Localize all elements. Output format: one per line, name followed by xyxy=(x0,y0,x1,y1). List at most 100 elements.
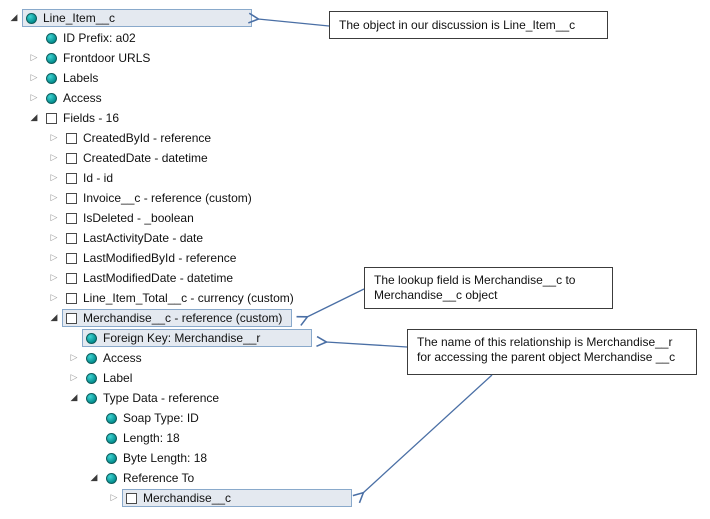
tree-row: IsDeleted - _boolean xyxy=(0,208,352,228)
tree-item-label: Soap Type: ID xyxy=(123,411,199,425)
expander-collapsed-icon[interactable] xyxy=(26,88,42,108)
node-sphere-icon xyxy=(46,52,57,64)
expander-collapsed-icon[interactable] xyxy=(46,268,62,288)
tree-row: LastModifiedDate - datetime xyxy=(0,268,352,288)
expander-collapsed-icon[interactable] xyxy=(46,148,62,168)
tree-item[interactable]: Length: 18 xyxy=(102,429,185,447)
tree-item-label: CreatedById - reference xyxy=(83,131,212,145)
callout-relationship-line-2: for accessing the parent object Merchand… xyxy=(417,350,676,364)
tree-item[interactable]: Id - id xyxy=(62,169,118,187)
expander-spacer xyxy=(66,328,82,348)
tree-row: Line_Item_Total__c - currency (custom) xyxy=(0,288,352,308)
tree-item[interactable]: Foreign Key: Merchandise__r xyxy=(82,329,312,347)
tree-item-label: Labels xyxy=(63,71,99,85)
tree-item[interactable]: Reference To xyxy=(102,469,199,487)
expander-spacer xyxy=(86,408,102,428)
tree-item[interactable]: Fields - 16 xyxy=(42,109,124,127)
tree-item-label: Byte Length: 18 xyxy=(123,451,208,465)
node-sphere-icon xyxy=(86,332,97,344)
field-checkbox-icon xyxy=(66,132,77,144)
tree-item[interactable]: Merchandise__c xyxy=(122,489,352,507)
tree-row: CreatedById - reference xyxy=(0,128,352,148)
node-sphere-icon xyxy=(46,92,57,104)
node-sphere-icon xyxy=(46,32,57,44)
expander-collapsed-icon[interactable] xyxy=(46,168,62,188)
tree-row: Foreign Key: Merchandise__r xyxy=(0,328,352,348)
node-sphere-icon xyxy=(106,432,117,444)
tree-item[interactable]: Line_Item_Total__c - currency (custom) xyxy=(62,289,299,307)
expander-spacer xyxy=(86,448,102,468)
tree-item[interactable]: Type Data - reference xyxy=(82,389,224,407)
tree-item[interactable]: Merchandise__c - reference (custom) xyxy=(62,309,292,327)
tree-item-label: Line_Item_Total__c - currency (custom) xyxy=(83,291,294,305)
tree-item[interactable]: Byte Length: 18 xyxy=(102,449,212,467)
expander-collapsed-icon[interactable] xyxy=(46,288,62,308)
expander-expanded-icon[interactable] xyxy=(66,388,82,408)
node-sphere-icon xyxy=(86,392,97,404)
tree-row: Soap Type: ID xyxy=(0,408,352,428)
tree-row: LastModifiedById - reference xyxy=(0,248,352,268)
tree-item[interactable]: ID Prefix: a02 xyxy=(42,29,141,47)
tree-row: Access xyxy=(0,348,352,368)
tree-item[interactable]: LastActivityDate - date xyxy=(62,229,208,247)
field-checkbox-icon xyxy=(66,312,77,324)
field-checkbox-icon xyxy=(66,192,77,204)
tree-item[interactable]: LastModifiedById - reference xyxy=(62,249,241,267)
tree: Line_Item__c ID Prefix: a02 Frontdoor UR… xyxy=(0,8,352,508)
tree-item-label: Type Data - reference xyxy=(103,391,220,405)
tree-item-label: Fields - 16 xyxy=(63,111,120,125)
field-checkbox-icon xyxy=(66,272,77,284)
node-sphere-icon xyxy=(26,12,37,24)
tree-row: Label xyxy=(0,368,352,388)
tree-item[interactable]: Access xyxy=(82,349,147,367)
field-checkbox-icon xyxy=(66,152,77,164)
tree-row: Length: 18 xyxy=(0,428,352,448)
node-sphere-icon xyxy=(46,72,57,84)
expander-collapsed-icon[interactable] xyxy=(46,208,62,228)
tree-item[interactable]: Soap Type: ID xyxy=(102,409,204,427)
callout-lookup-line-2: Merchandise__c object xyxy=(374,288,498,302)
tree-row: LastActivityDate - date xyxy=(0,228,352,248)
tree-item[interactable]: IsDeleted - _boolean xyxy=(62,209,199,227)
expander-collapsed-icon[interactable] xyxy=(46,228,62,248)
expander-expanded-icon[interactable] xyxy=(6,8,22,28)
expander-collapsed-icon[interactable] xyxy=(106,488,122,508)
tree-row: Invoice__c - reference (custom) xyxy=(0,188,352,208)
node-sphere-icon xyxy=(106,472,117,484)
expander-collapsed-icon[interactable] xyxy=(66,348,82,368)
expander-collapsed-icon[interactable] xyxy=(66,368,82,388)
node-sphere-icon xyxy=(106,452,117,464)
tree-row: Labels xyxy=(0,68,352,88)
tree-item[interactable]: Line_Item__c xyxy=(22,9,252,27)
expander-collapsed-icon[interactable] xyxy=(26,48,42,68)
expander-collapsed-icon[interactable] xyxy=(46,128,62,148)
tree-item-label: LastActivityDate - date xyxy=(83,231,204,245)
tree-item[interactable]: CreatedById - reference xyxy=(62,129,216,147)
expander-collapsed-icon[interactable] xyxy=(46,188,62,208)
field-checkbox-icon xyxy=(66,252,77,264)
expander-expanded-icon[interactable] xyxy=(26,108,42,128)
tree-item[interactable]: Frontdoor URLS xyxy=(42,49,155,67)
tree-item-label: Frontdoor URLS xyxy=(63,51,151,65)
tree-row: Reference To xyxy=(0,468,352,488)
expander-collapsed-icon[interactable] xyxy=(46,248,62,268)
tree-item[interactable]: Invoice__c - reference (custom) xyxy=(62,189,257,207)
tree-item[interactable]: Label xyxy=(82,369,137,387)
expander-expanded-icon[interactable] xyxy=(46,308,62,328)
tree-item[interactable]: CreatedDate - datetime xyxy=(62,149,213,167)
tree-item[interactable]: Access xyxy=(42,89,107,107)
callout-relationship: The name of this relationship is Merchan… xyxy=(407,329,697,375)
tree-item[interactable]: LastModifiedDate - datetime xyxy=(62,269,238,287)
field-checkbox-icon xyxy=(66,232,77,244)
tree-item-label: Label xyxy=(103,371,133,385)
expander-spacer xyxy=(86,428,102,448)
tree-item-label: Id - id xyxy=(83,171,114,185)
expander-expanded-icon[interactable] xyxy=(86,468,102,488)
tree-item-label: Access xyxy=(103,351,142,365)
tree-item-label: Reference To xyxy=(123,471,195,485)
tree-item-label: ID Prefix: a02 xyxy=(63,31,136,45)
tree-item[interactable]: Labels xyxy=(42,69,103,87)
callout-object-text: The object in our discussion is Line_Ite… xyxy=(339,17,576,32)
tree-row: Id - id xyxy=(0,168,352,188)
expander-collapsed-icon[interactable] xyxy=(26,68,42,88)
